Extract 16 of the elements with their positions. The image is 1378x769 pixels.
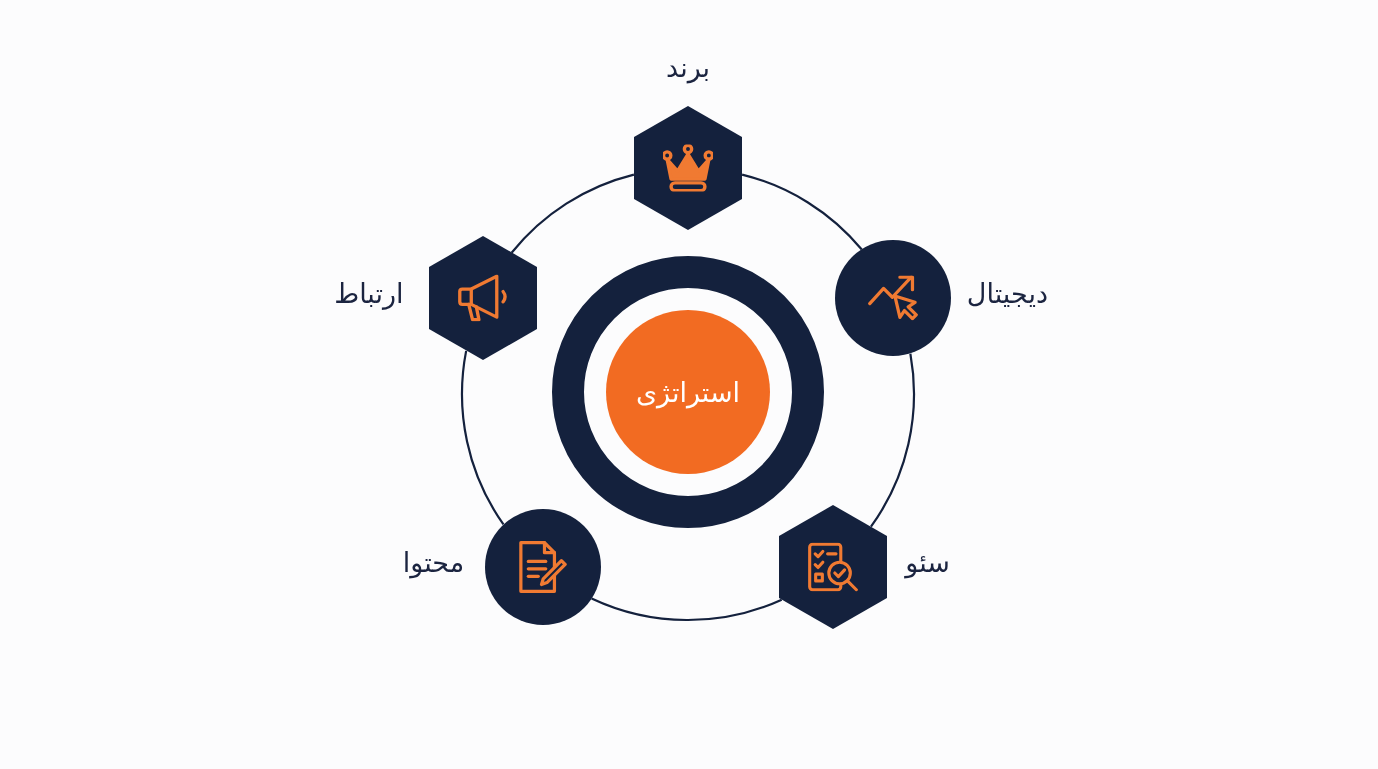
node-caption: ارتباط (334, 278, 404, 311)
hexagon-badge (779, 505, 888, 630)
node-caption: برند (666, 52, 711, 85)
ring-arc (591, 597, 783, 621)
hexagon-badge (634, 106, 742, 230)
ring-arc (741, 173, 863, 251)
ring-arc (510, 173, 635, 254)
node-caption: محتوا (402, 547, 465, 580)
hub-circle: استراتژی (606, 310, 770, 474)
hexagon-badge (429, 236, 538, 361)
ring-arc (870, 353, 915, 528)
circle-badge (484, 509, 601, 626)
circle-badge (834, 240, 951, 357)
ring-arc (461, 350, 505, 525)
node-caption: سئو (905, 547, 950, 580)
node-caption: دیجیتال (966, 278, 1048, 311)
